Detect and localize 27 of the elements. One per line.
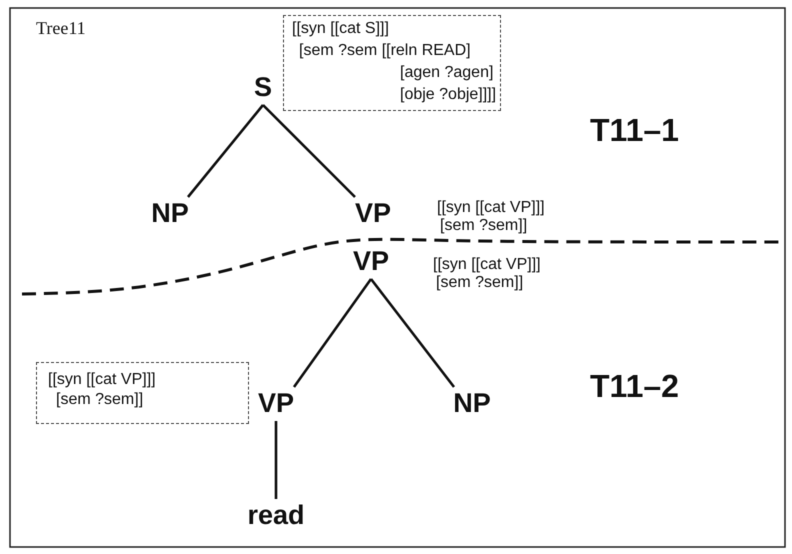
feature-box (36, 362, 249, 424)
tree-id: T11–1 (590, 112, 679, 149)
feature-line: [sem ?sem [[reln READ] (299, 42, 471, 60)
feature-line: [agen ?agen] (400, 64, 494, 82)
tree-branch (370, 278, 456, 388)
feature-line: [[syn [[cat VP]]] (437, 199, 545, 217)
feature-box (283, 15, 501, 111)
feature-line: [sem ?sem]] (56, 391, 144, 409)
feature-line: [sem ?sem]] (440, 217, 528, 235)
feature-line: [sem ?sem]] (436, 274, 524, 292)
category-label: S (246, 72, 280, 104)
category-label: VP (253, 388, 299, 420)
category-label: read (246, 500, 306, 532)
category-label: NP (449, 388, 495, 420)
category-label: NP (147, 198, 193, 230)
feature-line: [[syn [[cat VP]]] (433, 256, 541, 274)
tree-name: Tree11 (36, 18, 86, 39)
category-label: VP (350, 198, 396, 230)
feature-line: [[syn [[cat S]]] (292, 20, 389, 38)
tree-branch (292, 278, 372, 388)
feature-line: [obje ?obje]]]] (400, 86, 496, 104)
feature-line: [[syn [[cat VP]]] (48, 371, 156, 389)
tree-branch (274, 421, 278, 499)
tree-id: T11–2 (590, 368, 679, 405)
tree-branch (262, 104, 356, 198)
tree-branch (187, 104, 264, 198)
category-label: VP (348, 246, 394, 278)
